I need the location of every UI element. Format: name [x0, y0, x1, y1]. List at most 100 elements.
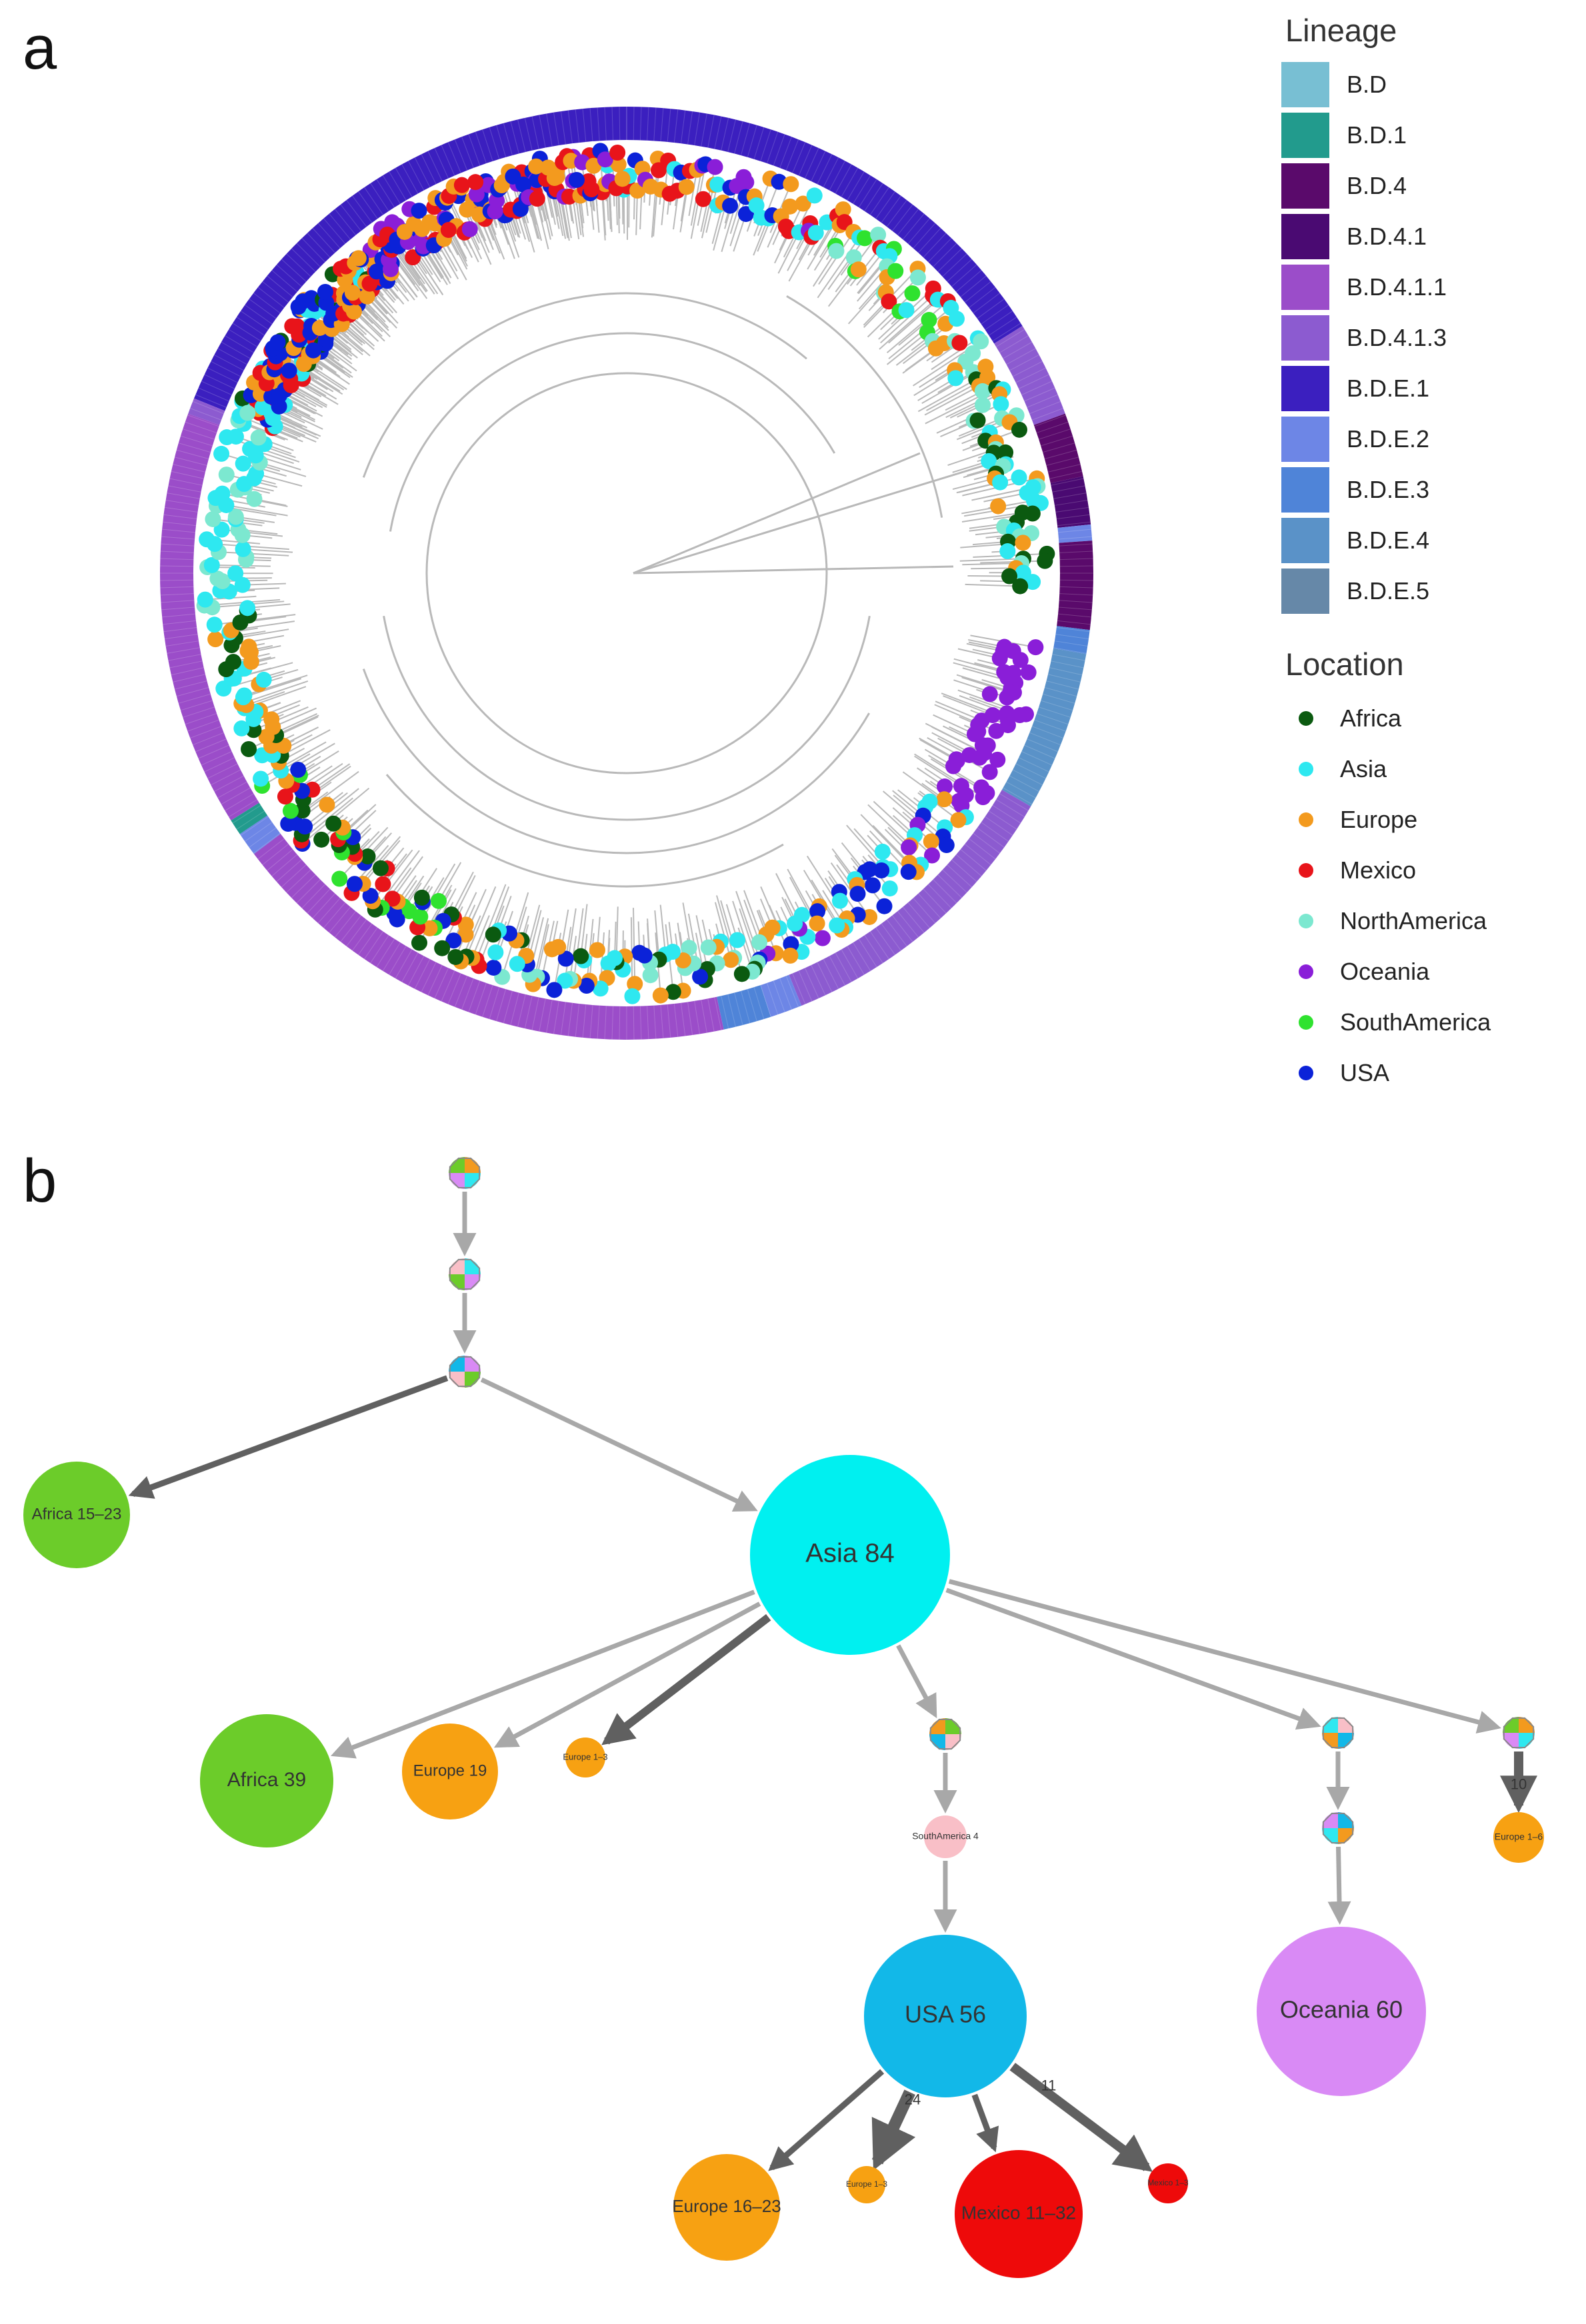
tree-tip — [876, 898, 893, 914]
lineage-legend-item: B.D.4.1.1 — [1280, 262, 1573, 313]
tree-tip — [487, 944, 504, 960]
network-edge — [896, 1644, 937, 1719]
lineage-swatch — [1280, 61, 1331, 109]
tree-tip — [992, 474, 1009, 491]
tree-tip — [1012, 652, 1029, 668]
tree-tips — [196, 143, 1055, 1004]
tree-tip — [900, 864, 917, 880]
location-label: Africa — [1340, 704, 1402, 732]
lineage-legend-item: B.D.E.5 — [1280, 566, 1573, 616]
network-node: USA 56 — [864, 1935, 1027, 2097]
tree-tip — [1027, 639, 1044, 656]
tree-tip — [468, 186, 485, 203]
tree-tip — [610, 156, 627, 173]
tree-tip — [695, 191, 711, 207]
network-node-label: Africa 39 — [227, 1769, 306, 1791]
tree-tip — [239, 405, 256, 421]
location-legend-item: USA — [1280, 1048, 1573, 1098]
network-edge — [948, 1579, 1501, 1734]
tree-tip — [631, 944, 648, 961]
tree-tip — [999, 689, 1015, 706]
lineage-label: B.D.4.1 — [1347, 223, 1427, 250]
tree-tip — [967, 726, 983, 742]
network-node-label: Oceania 60 — [1280, 1996, 1403, 2023]
tree-tip — [241, 740, 257, 757]
tree-tip — [748, 197, 765, 214]
lineage-swatch — [1280, 466, 1331, 514]
tree-tip — [989, 751, 1006, 768]
tree-tip — [254, 399, 271, 416]
tree-tip — [578, 978, 595, 994]
tree-tip — [362, 888, 379, 904]
location-dot — [1299, 1066, 1313, 1080]
tree-tip — [331, 870, 348, 887]
network-node: SouthAmerica 4 — [912, 1815, 979, 1858]
tree-tip — [568, 171, 585, 188]
tree-tip — [997, 444, 1014, 461]
tree-tip — [197, 591, 213, 608]
network-edge — [480, 1377, 758, 1512]
location-label: Europe — [1340, 806, 1418, 833]
phylogenetic-tree — [160, 107, 1093, 1040]
tree-tip — [493, 177, 510, 194]
tree-tip — [290, 762, 307, 778]
tree-tip — [828, 243, 845, 259]
lineage-legend-item: B.D.1 — [1280, 110, 1573, 161]
lineage-ring-segment — [193, 107, 1023, 411]
lineage-ring-segment — [1057, 541, 1093, 630]
network-node-label: Europe 1–6 — [1495, 1831, 1543, 1842]
lineage-swatch — [1280, 162, 1331, 210]
tree-tip — [642, 967, 659, 984]
lineage-label: B.D.E.2 — [1347, 425, 1430, 453]
tree-tip — [319, 796, 335, 813]
tree-tip — [990, 498, 1007, 515]
tree-tip — [317, 283, 333, 300]
location-label: Mexico — [1340, 856, 1417, 884]
tree-tip — [981, 453, 997, 469]
tree-tip — [205, 511, 221, 527]
lineage-ring-segment — [253, 834, 724, 1040]
panel-b-label: b — [23, 1147, 57, 1215]
network-node-label: Mexico 11–32 — [961, 2202, 1076, 2223]
tree-tip — [771, 173, 787, 190]
tree-tip — [384, 890, 401, 907]
tree-tip — [281, 363, 297, 379]
location-legend-item: Europe — [1280, 794, 1573, 845]
tree-tip — [295, 293, 311, 310]
tree-tip — [234, 577, 251, 593]
tree-tip — [421, 920, 438, 936]
location-legend-item: NorthAmerica — [1280, 896, 1573, 946]
internal-node-icon — [1503, 1717, 1535, 1749]
tree-tip — [738, 174, 755, 191]
tree-tip — [344, 285, 361, 301]
tree-tip — [814, 930, 831, 946]
tree-tip — [981, 764, 998, 780]
location-legend-item: Asia — [1280, 744, 1573, 794]
lineage-ring-segment — [717, 985, 771, 1030]
lineage-legend-item: B.D — [1280, 59, 1573, 110]
tree-tip — [949, 311, 965, 327]
tree-tip — [973, 333, 989, 350]
network-edge — [493, 1602, 761, 1748]
tree-tip — [783, 936, 799, 952]
tree-tip — [557, 950, 574, 967]
lineage-legend-item: B.D.4.1 — [1280, 211, 1573, 262]
tree-tip — [936, 791, 953, 808]
location-dot — [1299, 863, 1313, 878]
lineage-label: B.D.4 — [1347, 172, 1407, 199]
tree-tip — [445, 932, 462, 949]
tree-tip — [255, 671, 272, 688]
location-legend-item: Mexico — [1280, 845, 1573, 896]
tree-tip — [313, 831, 330, 848]
lineage-swatch — [1280, 213, 1331, 261]
tree-tip — [515, 176, 532, 193]
network-node-label: Africa 15–23 — [32, 1505, 122, 1523]
tree-tip — [921, 312, 937, 329]
internal-node-icon — [1322, 1812, 1354, 1844]
tree-tip — [707, 159, 723, 175]
tree-tip — [887, 263, 904, 279]
tree-tip — [709, 176, 726, 193]
